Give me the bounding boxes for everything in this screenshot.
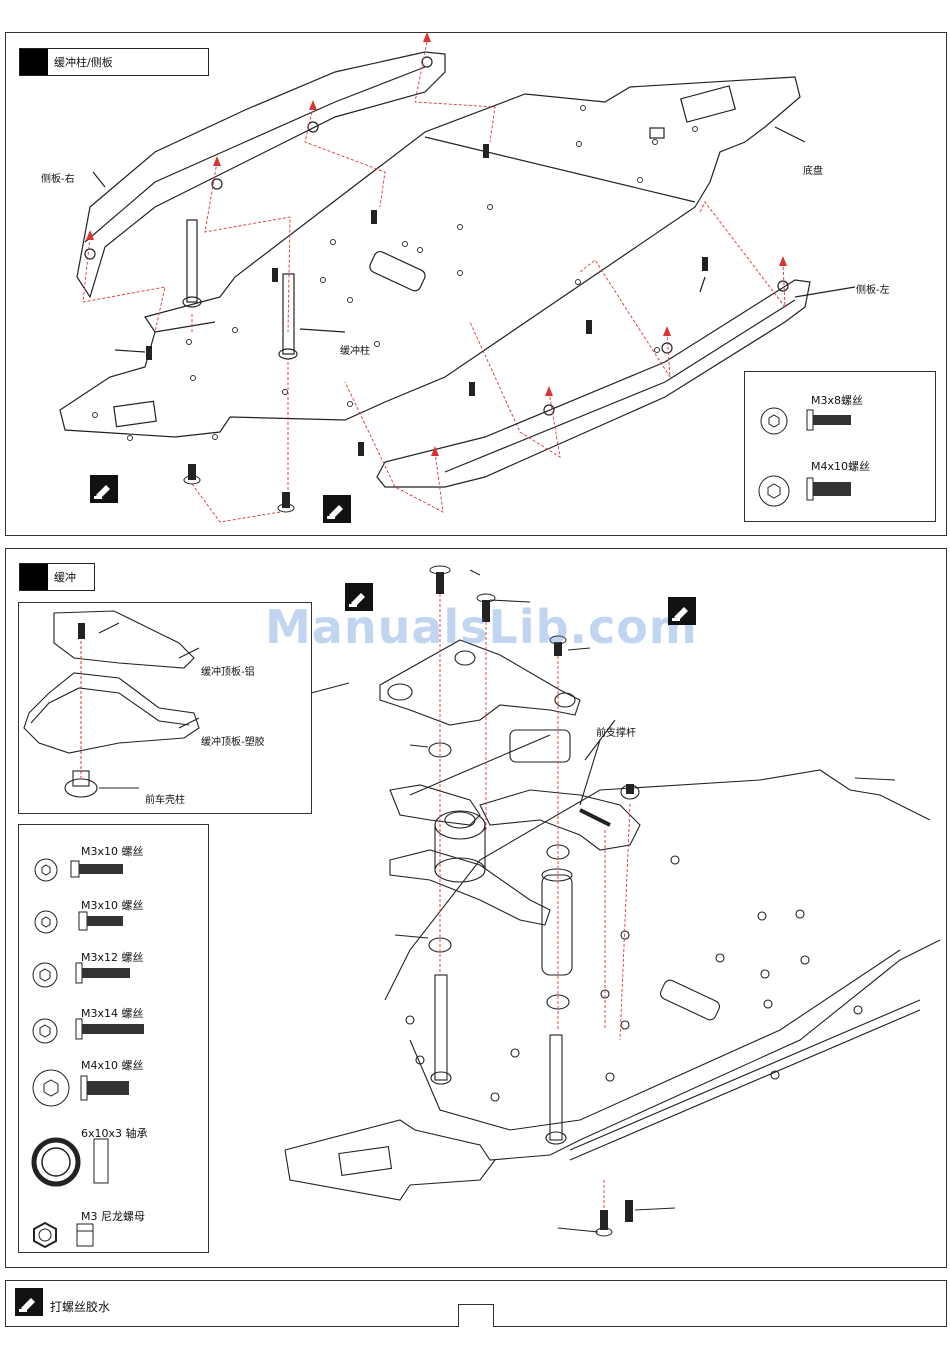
- chassis-plate: [60, 77, 800, 437]
- legend-label: 6x10x3 轴承: [81, 1125, 148, 1141]
- label-front-brace: 前支撑杆: [596, 724, 636, 739]
- screw-m4x10-icon: [79, 1074, 135, 1102]
- label-body-post: 前车壳柱: [145, 791, 185, 806]
- shock-post: [435, 975, 447, 1080]
- shock-post-1: [187, 220, 197, 302]
- label-top-plate-alu: 缓冲顶板-铝: [201, 663, 255, 678]
- thread-lock-icon: [15, 1288, 43, 1316]
- screw-m4x10-icon: [805, 476, 855, 502]
- legend-label: M4x10 螺丝: [81, 1057, 144, 1073]
- chassis-plate: [285, 940, 940, 1160]
- nylon-nut-icon: [31, 1221, 59, 1249]
- manualslib-watermark: ManualsLib.com: [265, 600, 698, 654]
- section-1-parts-legend: M3x8螺丝 M4x10螺丝: [744, 371, 936, 522]
- hex-socket-icon: [31, 1068, 71, 1108]
- bearing-side-icon: [91, 1137, 111, 1185]
- step-number-box: [20, 564, 48, 590]
- screw-m3x10-icon: [69, 857, 129, 881]
- thread-lock-icon: [668, 597, 696, 625]
- screw-m3x8-icon: [805, 408, 855, 432]
- legend-label: M4x10螺丝: [811, 458, 870, 474]
- thread-lock-icon: [345, 583, 373, 611]
- page-number-tab: [458, 1304, 494, 1327]
- body-post: [65, 779, 97, 797]
- legend-label: M3x10 螺丝: [81, 843, 144, 859]
- footer-glue-note: 打螺丝胶水: [50, 1298, 110, 1315]
- legend-label: M3x12 螺丝: [81, 949, 144, 965]
- hex-socket-icon: [31, 1017, 59, 1045]
- label-shock-post: 缓冲柱: [340, 342, 370, 357]
- hex-socket-icon: [31, 961, 59, 989]
- hex-socket-icon: [757, 474, 791, 508]
- hex-socket-icon: [33, 909, 59, 935]
- section-2-parts-legend: M3x10 螺丝 M3x10 螺丝 M3x12 螺丝 M3x14 螺丝 M4x1…: [18, 824, 209, 1253]
- top-plate-aluminum: [54, 611, 194, 668]
- top-plate-plastic: [24, 673, 199, 753]
- hex-socket-icon: [33, 857, 59, 883]
- label-top-plate-plastic: 缓冲顶板-塑胶: [201, 733, 265, 748]
- section-2-title: 缓冲: [48, 569, 84, 585]
- legend-label: M3x8螺丝: [811, 392, 863, 408]
- legend-label: M3x14 螺丝: [81, 1005, 144, 1021]
- legend-label: M3x10 螺丝: [81, 897, 144, 913]
- section-2-title-tag: 缓冲: [19, 563, 95, 591]
- label-chassis: 底盘: [803, 162, 823, 177]
- hex-socket-icon: [759, 406, 789, 436]
- side-plate-right: [77, 52, 445, 297]
- thread-lock-icon: [90, 475, 118, 503]
- bearing-icon: [31, 1137, 81, 1187]
- nylon-nut-side-icon: [75, 1221, 97, 1249]
- thread-lock-icon: [323, 495, 351, 523]
- legend-label: M3 尼龙螺母: [81, 1208, 145, 1224]
- front-shock-assembly-diagram: [280, 560, 940, 1260]
- front-brace: [480, 790, 640, 850]
- label-side-plate-left: 侧板-左: [856, 281, 890, 296]
- label-side-plate-right: 侧板-右: [41, 170, 75, 185]
